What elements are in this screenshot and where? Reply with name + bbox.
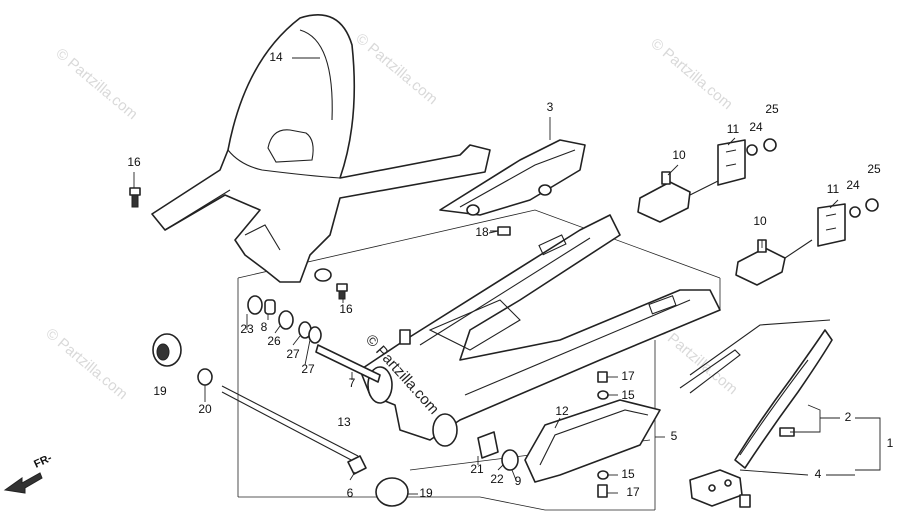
chain-adjuster-top (637, 171, 731, 223)
front-direction-indicator: FR- (3, 452, 54, 494)
callout-14[interactable]: 14 (269, 50, 283, 64)
chain-guard-part (439, 139, 586, 216)
nut-24-top (746, 144, 758, 156)
adjuster-plate-bottom (817, 203, 846, 247)
front-label: FR- (32, 452, 54, 471)
bolt-16-bottom (336, 283, 348, 300)
callout-10-lower[interactable]: 10 (753, 214, 767, 228)
watermark-top-right: © Partzilla.com (647, 35, 735, 113)
pivot-hardware (247, 295, 381, 383)
callout-22[interactable]: 22 (490, 472, 504, 486)
callout-5[interactable]: 5 (671, 429, 678, 443)
pivot-bolt (221, 385, 367, 475)
callout-11-lower[interactable]: 11 (827, 182, 840, 196)
rear-fender-part (151, 14, 491, 283)
callout-20[interactable]: 20 (198, 402, 212, 416)
callout-26[interactable]: 26 (267, 334, 281, 348)
callout-1[interactable]: 1 (887, 436, 894, 450)
callout-18[interactable]: 18 (475, 225, 489, 239)
nut-25-top (763, 138, 777, 152)
callout-24-lower[interactable]: 24 (846, 178, 860, 192)
callout-15-lower[interactable]: 15 (621, 467, 635, 481)
callout-27[interactable]: 27 (286, 347, 300, 361)
callout-6[interactable]: 6 (347, 486, 354, 500)
watermark-top-left: © Partzilla.com (52, 45, 140, 123)
callout-7[interactable]: 7 (349, 376, 356, 390)
callout-16[interactable]: 16 (127, 155, 141, 169)
callout-19-lower[interactable]: 19 (419, 486, 433, 500)
callout-17[interactable]: 17 (621, 369, 635, 383)
front-arrow-icon (3, 472, 43, 494)
callout-19[interactable]: 19 (153, 384, 167, 398)
callout-11[interactable]: 11 (727, 122, 740, 136)
callout-9[interactable]: 9 (515, 474, 522, 488)
pivot-cap-bottom (375, 477, 409, 507)
callout-24[interactable]: 24 (749, 120, 763, 134)
leader-lines (133, 57, 881, 495)
washer-15-bottom (597, 470, 609, 480)
swingarm-part (359, 214, 721, 447)
chain-adjuster-bottom (735, 239, 813, 286)
chain-slider-part (524, 399, 661, 483)
washer-15-top (597, 390, 609, 400)
bolt-16-top (129, 187, 141, 208)
callout-25[interactable]: 25 (765, 102, 779, 116)
drive-chain-part (679, 319, 833, 469)
callout-4[interactable]: 4 (815, 467, 822, 481)
nut-24-bottom (849, 206, 861, 218)
watermark-top-center: © Partzilla.com (352, 30, 440, 108)
callout-15[interactable]: 15 (621, 388, 635, 402)
callout-12[interactable]: 12 (555, 404, 569, 418)
callout-25-lower[interactable]: 25 (867, 162, 881, 176)
callout-10[interactable]: 10 (672, 148, 686, 162)
bolt-17-bottom (597, 484, 608, 498)
callout-3[interactable]: 3 (547, 100, 554, 114)
pivot-nut-20 (197, 368, 213, 386)
callout-13[interactable]: 13 (337, 415, 351, 429)
collar-21 (477, 431, 499, 459)
bolt-17-top (597, 371, 608, 383)
nut-25-bottom (865, 198, 879, 212)
callout-21[interactable]: 21 (470, 462, 484, 476)
collar-22 (501, 449, 519, 471)
callout-17-lower[interactable]: 17 (626, 485, 640, 499)
callout-27-lower[interactable]: 27 (301, 362, 315, 376)
callout-23[interactable]: 23 (240, 322, 254, 336)
bolt-18 (490, 226, 511, 236)
callout-2[interactable]: 2 (845, 410, 852, 424)
watermark-bottom-left: © Partzilla.com (42, 325, 130, 403)
adjuster-plate-top (717, 139, 746, 186)
callout-8[interactable]: 8 (261, 320, 268, 334)
pivot-cap-left (152, 333, 182, 367)
master-link-part (689, 469, 751, 508)
callout-16-lower[interactable]: 16 (339, 302, 353, 316)
watermark-group: © Partzilla.com © Partzilla.com © Partzi… (42, 30, 740, 403)
callout-labels: 14 3 16 16 18 10 11 24 25 10 11 24 25 23… (127, 50, 893, 500)
